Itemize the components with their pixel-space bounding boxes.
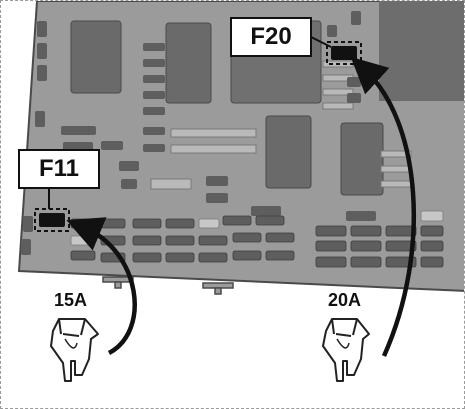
rating-label-15a: 15A [54,290,88,310]
blade-fuse-20a [322,318,370,382]
fuse-f20-highlight [331,46,357,60]
fuse-rows-bottom [70,215,444,268]
fuse-f11-highlight [39,213,65,227]
arrow-to-f11 [66,217,137,355]
relay [265,115,312,189]
relay [340,122,384,196]
relay [70,20,122,94]
callout-f20: F20 [230,17,312,57]
board-dark-panel [379,1,464,101]
fuse-stack-middle [61,43,376,221]
fuse-column-left [21,21,47,255]
callout-f11: F11 [18,149,100,189]
arrow-to-f20 [350,56,417,357]
blade-fuse-15a [50,318,99,382]
relay [165,22,212,104]
fuse-f20-outline [326,41,362,65]
rating-label-20a: 20A [328,290,362,310]
